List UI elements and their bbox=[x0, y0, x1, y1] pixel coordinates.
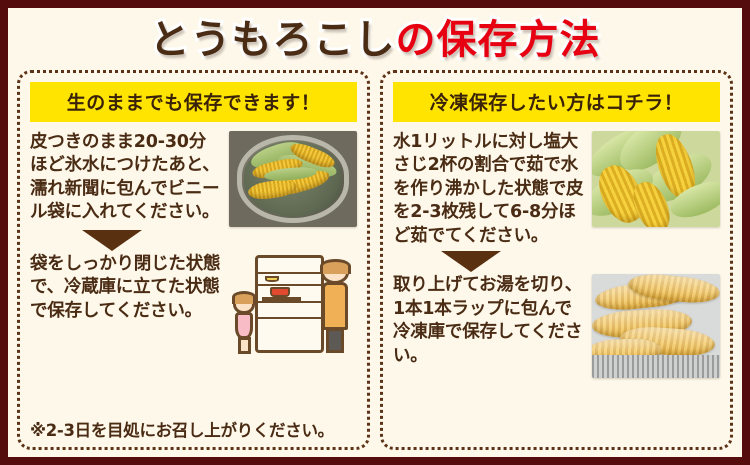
panels-container: 生のままでも保存できます！ 皮つきのまま20-30分ほど氷水につけたあと、濡れ新… bbox=[8, 70, 742, 450]
frozen-flow-arrow-wrap bbox=[393, 248, 720, 274]
frozen-step-2: 取り上げてお湯を切り、1本1本ラップに包んで冷凍庫で保存してください。 bbox=[393, 274, 720, 379]
raw-step-2-text: 袋をしっかり閉じた状態で、冷蔵庫に立てた状態で保存してください。 bbox=[30, 254, 221, 321]
corn-in-ice-water-photo bbox=[229, 131, 357, 227]
refrigerator-illustration bbox=[229, 253, 357, 357]
panel-frozen-heading: 冷凍保存したい方はコチラ！ bbox=[429, 92, 684, 114]
page-title-red-part: の保存方法 bbox=[393, 17, 603, 63]
panel-raw-storage: 生のままでも保存できます！ 皮つきのまま20-30分ほど氷水につけたあと、濡れ新… bbox=[17, 70, 370, 450]
panel-raw-banner: 生のままでも保存できます！ bbox=[30, 82, 357, 122]
frozen-step-1-text: 水1リットルに対し塩大さじ2杯の割合で茹で水を作り沸かした状態で皮を2-3枚残し… bbox=[393, 132, 584, 246]
raw-flow-arrow-wrap bbox=[30, 227, 357, 253]
raw-step-2: 袋をしっかり閉じた状態で、冷蔵庫に立てた状態で保存してください。 bbox=[30, 253, 357, 357]
down-arrow-icon bbox=[82, 229, 142, 251]
title-bar: とうもろこしの保存方法 bbox=[8, 8, 742, 70]
down-arrow-icon bbox=[441, 250, 501, 272]
infographic-inner: とうもろこしの保存方法 生のままでも保存できます！ 皮つきのまま20-30分ほど… bbox=[8, 8, 742, 457]
raw-footnote: ※2-3日を目処にお召し上がりください。 bbox=[30, 421, 334, 440]
raw-step-1: 皮つきのまま20-30分ほど氷水につけたあと、濡れ新聞に包んでビニール袋に入れて… bbox=[30, 131, 357, 227]
boiled-corn-photo bbox=[592, 131, 720, 227]
panel-frozen-storage: 冷凍保存したい方はコチラ！ 水1リットルに対し塩大さじ2杯の割合で茹で水を作り沸… bbox=[380, 70, 733, 450]
panel-frozen-banner: 冷凍保存したい方はコチラ！ bbox=[393, 82, 720, 122]
panel-raw-heading: 生のままでも保存できます！ bbox=[66, 92, 321, 114]
page-title: とうもろこしの保存方法 bbox=[147, 17, 603, 63]
frozen-step-2-text: 取り上げてお湯を切り、1本1本ラップに包んで冷凍庫で保存してください。 bbox=[393, 275, 583, 366]
frozen-step-1: 水1リットルに対し塩大さじ2杯の割合で茹で水を作り沸かした状態で皮を2-3枚残し… bbox=[393, 131, 720, 248]
page-title-dark-part: とうもろこし bbox=[147, 17, 398, 63]
raw-step-1-text: 皮つきのまま20-30分ほど氷水につけたあと、濡れ新聞に包んでビニール袋に入れて… bbox=[30, 132, 220, 223]
frozen-wrapped-corn-photo bbox=[592, 274, 720, 379]
